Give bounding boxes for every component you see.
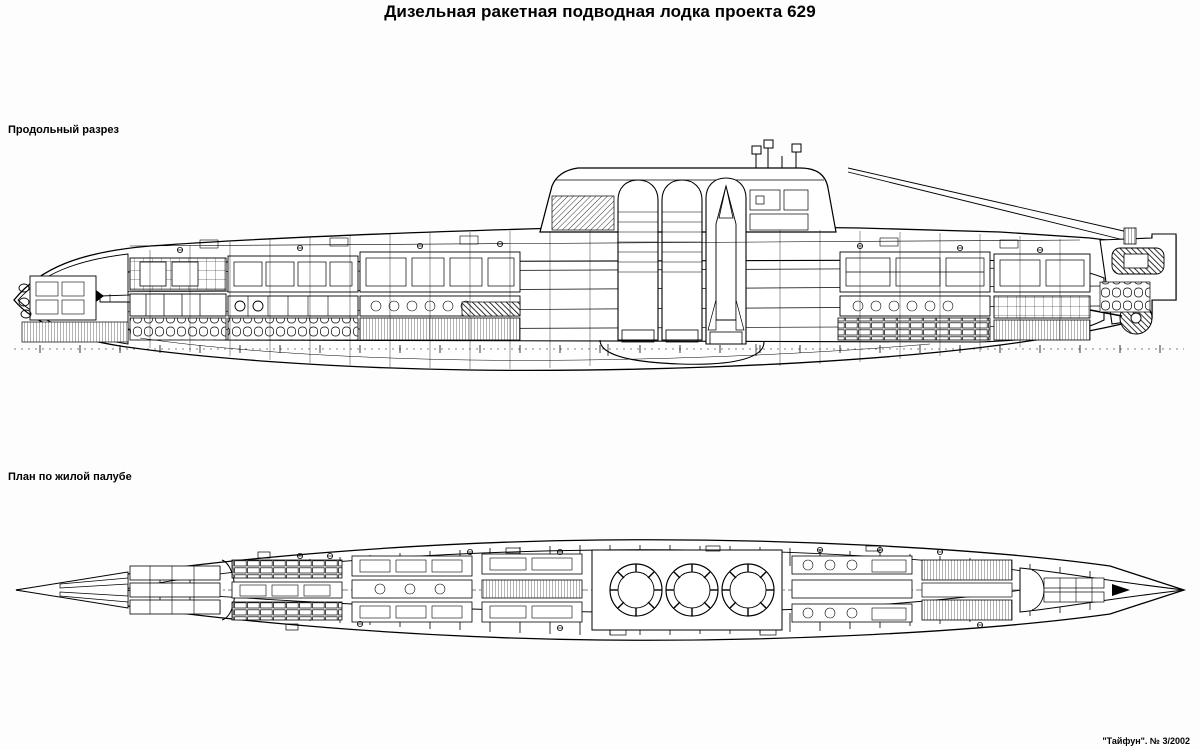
electric-motor-room bbox=[993, 253, 1091, 341]
plan-stern bbox=[1019, 567, 1185, 613]
antenna-wires bbox=[847, 167, 1129, 241]
diesel-engine-room bbox=[837, 251, 991, 341]
frame-tick-baseline bbox=[14, 345, 1184, 353]
plan-berthing-forward bbox=[231, 559, 343, 621]
forward-battery-compartment bbox=[227, 255, 359, 341]
missile-tube-3 bbox=[705, 177, 747, 345]
bow-compartment bbox=[17, 253, 174, 345]
ballistic-missile bbox=[715, 184, 737, 321]
missile-silo-1 bbox=[609, 563, 663, 617]
missile-silo-2 bbox=[665, 563, 719, 617]
conning-tower-sail bbox=[539, 139, 837, 345]
plan-aft-machinery bbox=[791, 555, 1013, 623]
source-credit: "Тайфун". № 3/2002 bbox=[1102, 736, 1190, 746]
missile-tube-2 bbox=[661, 179, 703, 343]
forward-machinery bbox=[359, 251, 521, 341]
section-label-plan: План по жилой палубе bbox=[8, 471, 132, 483]
missile-tube-1 bbox=[617, 179, 659, 343]
plan-missile-silos bbox=[591, 549, 783, 631]
view-deck-plan bbox=[15, 539, 1187, 641]
stern-section bbox=[1089, 227, 1177, 335]
plan-equipment-symbols bbox=[257, 545, 984, 636]
plan-control-room bbox=[481, 553, 583, 623]
propeller-shaft bbox=[1089, 309, 1123, 317]
missile-silo-3 bbox=[721, 563, 775, 617]
periscope-masts bbox=[751, 139, 802, 168]
page-title: Дизельная ракетная подводная лодка проек… bbox=[384, 2, 816, 21]
profile-equipment-symbols bbox=[129, 235, 1081, 254]
plan-bow-torpedo-room bbox=[15, 559, 236, 621]
forward-torpedo-room bbox=[129, 257, 227, 341]
view-longitudinal-section bbox=[13, 139, 1184, 372]
ballast-tank-frames bbox=[119, 337, 941, 371]
plan-wardroom bbox=[351, 555, 473, 623]
missile-compartment-hull bbox=[599, 339, 765, 365]
section-label-profile: Продольный разрез bbox=[8, 124, 119, 136]
frame-lines bbox=[149, 230, 1061, 369]
